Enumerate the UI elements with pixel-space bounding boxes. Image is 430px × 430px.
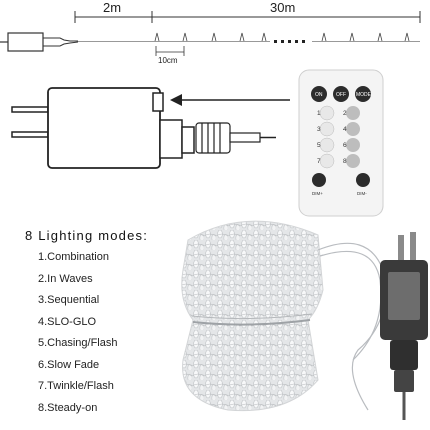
mode-item: 7.Twinkle/Flash <box>38 380 114 392</box>
dim-minus-label: DIM- <box>357 191 367 196</box>
lead-length-label: 2m <box>103 0 121 15</box>
modes-list: 1.Combination 2.In Waves 3.Sequential 4.… <box>38 250 118 422</box>
bulb-markers <box>154 32 410 42</box>
ellipsis-dots <box>274 40 305 43</box>
remote-control: ON OFF MODE 1 2 3 4 5 6 7 8 DIM+ DIM- <box>298 69 384 217</box>
button-4-label: 4 <box>343 126 347 133</box>
button-5-label: 5 <box>317 142 321 149</box>
string-length-label: 30m <box>270 0 295 15</box>
arrow-left-icon <box>170 94 290 106</box>
bulb-spacing-label: 10cm <box>158 56 178 65</box>
length-dimension-diagram: 2m 30m 10cm <box>0 0 421 65</box>
mode-item: 6.Slow Fade <box>38 358 100 371</box>
remote-top-buttons: ON OFF MODE <box>311 86 372 102</box>
power-adapter-illustration <box>11 87 290 169</box>
mode-button-label: MODE <box>356 92 372 98</box>
remote-dim-buttons: DIM+ DIM- <box>312 173 370 196</box>
string-lights-photo <box>181 220 428 420</box>
button-3-label: 3 <box>317 126 321 133</box>
mode-item: 4.SLO-GLO <box>38 315 97 328</box>
off-button-label: OFF <box>336 92 346 98</box>
on-button-label: ON <box>315 92 323 98</box>
remote-number-buttons: 1 2 3 4 5 6 7 8 <box>317 105 360 169</box>
adapter-body <box>47 87 161 169</box>
lead-wire <box>317 242 386 411</box>
button-2-label: 2 <box>343 110 347 117</box>
mode-item: 2.In Waves <box>38 272 93 285</box>
coiled-lights <box>181 220 324 412</box>
button-6-label: 6 <box>343 142 347 149</box>
dim-plus-label: DIM+ <box>312 191 323 196</box>
button-1-label: 1 <box>317 110 321 117</box>
mode-item: 1.Combination <box>38 251 109 263</box>
modes-title: 8 Lighting modes: <box>25 228 149 243</box>
mode-item: 3.Sequential <box>38 294 100 306</box>
power-adapter-photo <box>380 232 428 420</box>
button-8-label: 8 <box>343 158 347 165</box>
mode-item: 5.Chasing/Flash <box>38 337 118 349</box>
mode-item: 8.Steady-on <box>38 401 98 414</box>
controller-box <box>7 32 44 52</box>
button-7-label: 7 <box>317 158 321 165</box>
